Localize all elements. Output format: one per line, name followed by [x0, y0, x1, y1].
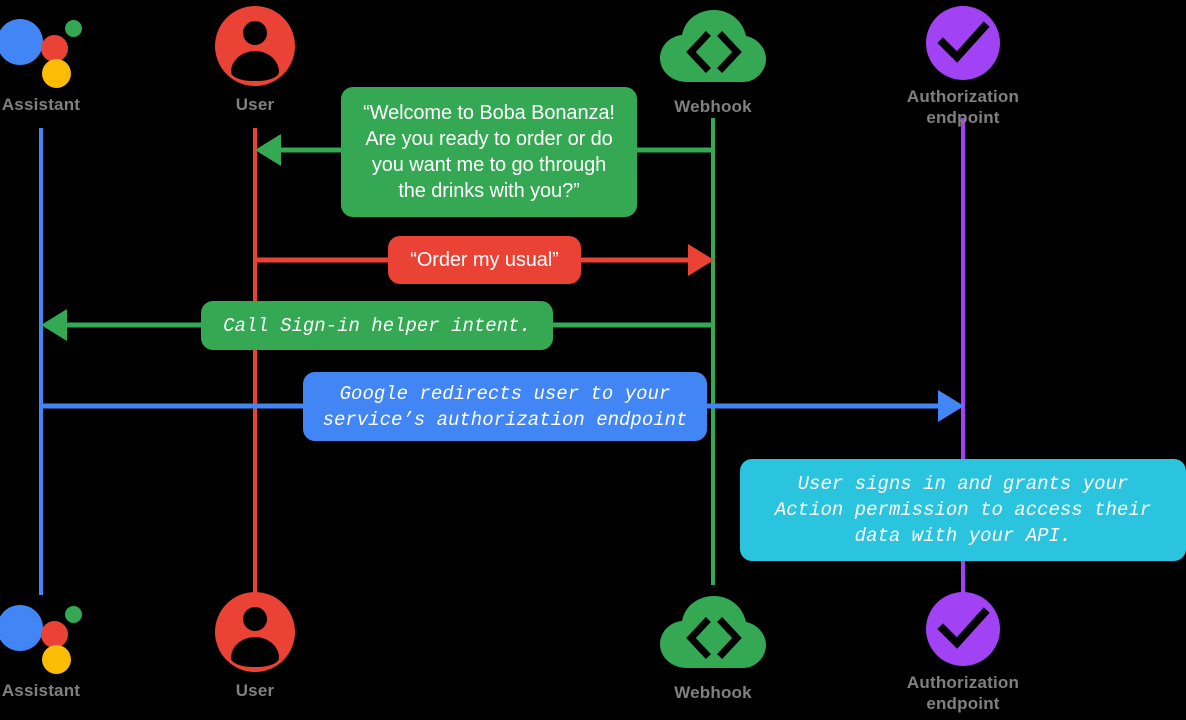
- purple-check-circle-icon: [926, 6, 1000, 80]
- assistant-logo-red-dot: [41, 35, 68, 62]
- message-bubble-sign-in-helper: Call Sign-in helper intent.: [201, 301, 553, 350]
- actor-label-assistant-bottom: Assistant: [1, 681, 81, 700]
- cloud-code-icon: [658, 8, 768, 86]
- message-text-user-signs-in: User signs in and grants your Action per…: [774, 473, 1152, 547]
- arrow-head-sign-in-helper: [41, 309, 67, 341]
- actor-label-user-top: User: [235, 95, 275, 114]
- actor-user-top: User: [155, 6, 355, 115]
- lifeline-user: [253, 128, 257, 595]
- message-text-order-my-usual: “Order my usual”: [410, 249, 559, 271]
- assistant-logo-yellow-dot-bottom: [42, 645, 71, 674]
- webhook-icon-top: [613, 8, 813, 96]
- assistant-logo-blue-dot: [0, 19, 43, 65]
- actor-authorization-bottom: Authorization endpoint: [863, 592, 1063, 714]
- cloud-code-icon-bottom: [658, 594, 768, 672]
- assistant-logo-green-dot-bottom: [65, 606, 82, 623]
- user-icon-top: [155, 6, 355, 94]
- user-avatar-icon-bottom: [215, 592, 295, 672]
- message-bubble-welcome: “Welcome to Boba Bonanza! Are you ready …: [341, 87, 637, 217]
- message-text-google-redirect: Google redirects user to your service’s …: [322, 382, 688, 431]
- authorization-icon-top: [863, 6, 1063, 86]
- arrow-head-order-my-usual: [688, 244, 714, 276]
- assistant-logo-blue-dot-bottom: [0, 605, 43, 651]
- arrow-head-google-redirect: [938, 390, 964, 422]
- message-bubble-order-my-usual: “Order my usual”: [388, 236, 581, 284]
- actor-label-webhook-bottom: Webhook: [674, 683, 752, 702]
- actor-label-authorization-top: Authorization endpoint: [906, 87, 1020, 127]
- assistant-icon-bottom: [0, 592, 141, 680]
- user-icon-bottom: [155, 592, 355, 680]
- google-assistant-logo-icon-bottom: [0, 592, 87, 676]
- arrow-head-welcome: [255, 134, 281, 166]
- assistant-logo-green-dot: [65, 20, 82, 37]
- assistant-logo-yellow-dot: [42, 59, 71, 88]
- actor-assistant-top: Assistant: [0, 6, 141, 115]
- actor-webhook-bottom: Webhook: [613, 594, 813, 703]
- purple-check-circle-icon-bottom: [926, 592, 1000, 666]
- user-avatar-head-bottom: [243, 607, 267, 631]
- actor-assistant-bottom: Assistant: [0, 592, 141, 701]
- webhook-icon-bottom: [613, 594, 813, 682]
- user-avatar-body-bottom: [231, 637, 279, 667]
- assistant-logo-red-dot-bottom: [41, 621, 68, 648]
- message-text-welcome: “Welcome to Boba Bonanza! Are you ready …: [363, 102, 615, 202]
- actor-label-assistant-top: Assistant: [1, 95, 81, 114]
- google-assistant-logo-icon: [0, 6, 87, 90]
- message-bubble-google-redirect: Google redirects user to your service’s …: [303, 372, 707, 441]
- user-avatar-head: [243, 21, 267, 45]
- user-avatar-icon: [215, 6, 295, 86]
- actor-authorization-top: Authorization endpoint: [863, 6, 1063, 128]
- lifeline-webhook: [711, 118, 715, 585]
- actor-webhook-top: Webhook: [613, 8, 813, 117]
- user-avatar-body: [231, 51, 279, 81]
- lifeline-authorization: [961, 118, 965, 595]
- actor-label-webhook-top: Webhook: [674, 97, 752, 116]
- assistant-icon-top: [0, 6, 141, 94]
- lifeline-assistant: [39, 128, 43, 595]
- authorization-icon-bottom: [863, 592, 1063, 672]
- actor-label-user-bottom: User: [235, 681, 275, 700]
- actor-user-bottom: User: [155, 592, 355, 701]
- actor-label-authorization-bottom: Authorization endpoint: [906, 673, 1020, 713]
- message-text-sign-in-helper: Call Sign-in helper intent.: [223, 314, 531, 337]
- message-bubble-user-signs-in: User signs in and grants your Action per…: [740, 459, 1186, 561]
